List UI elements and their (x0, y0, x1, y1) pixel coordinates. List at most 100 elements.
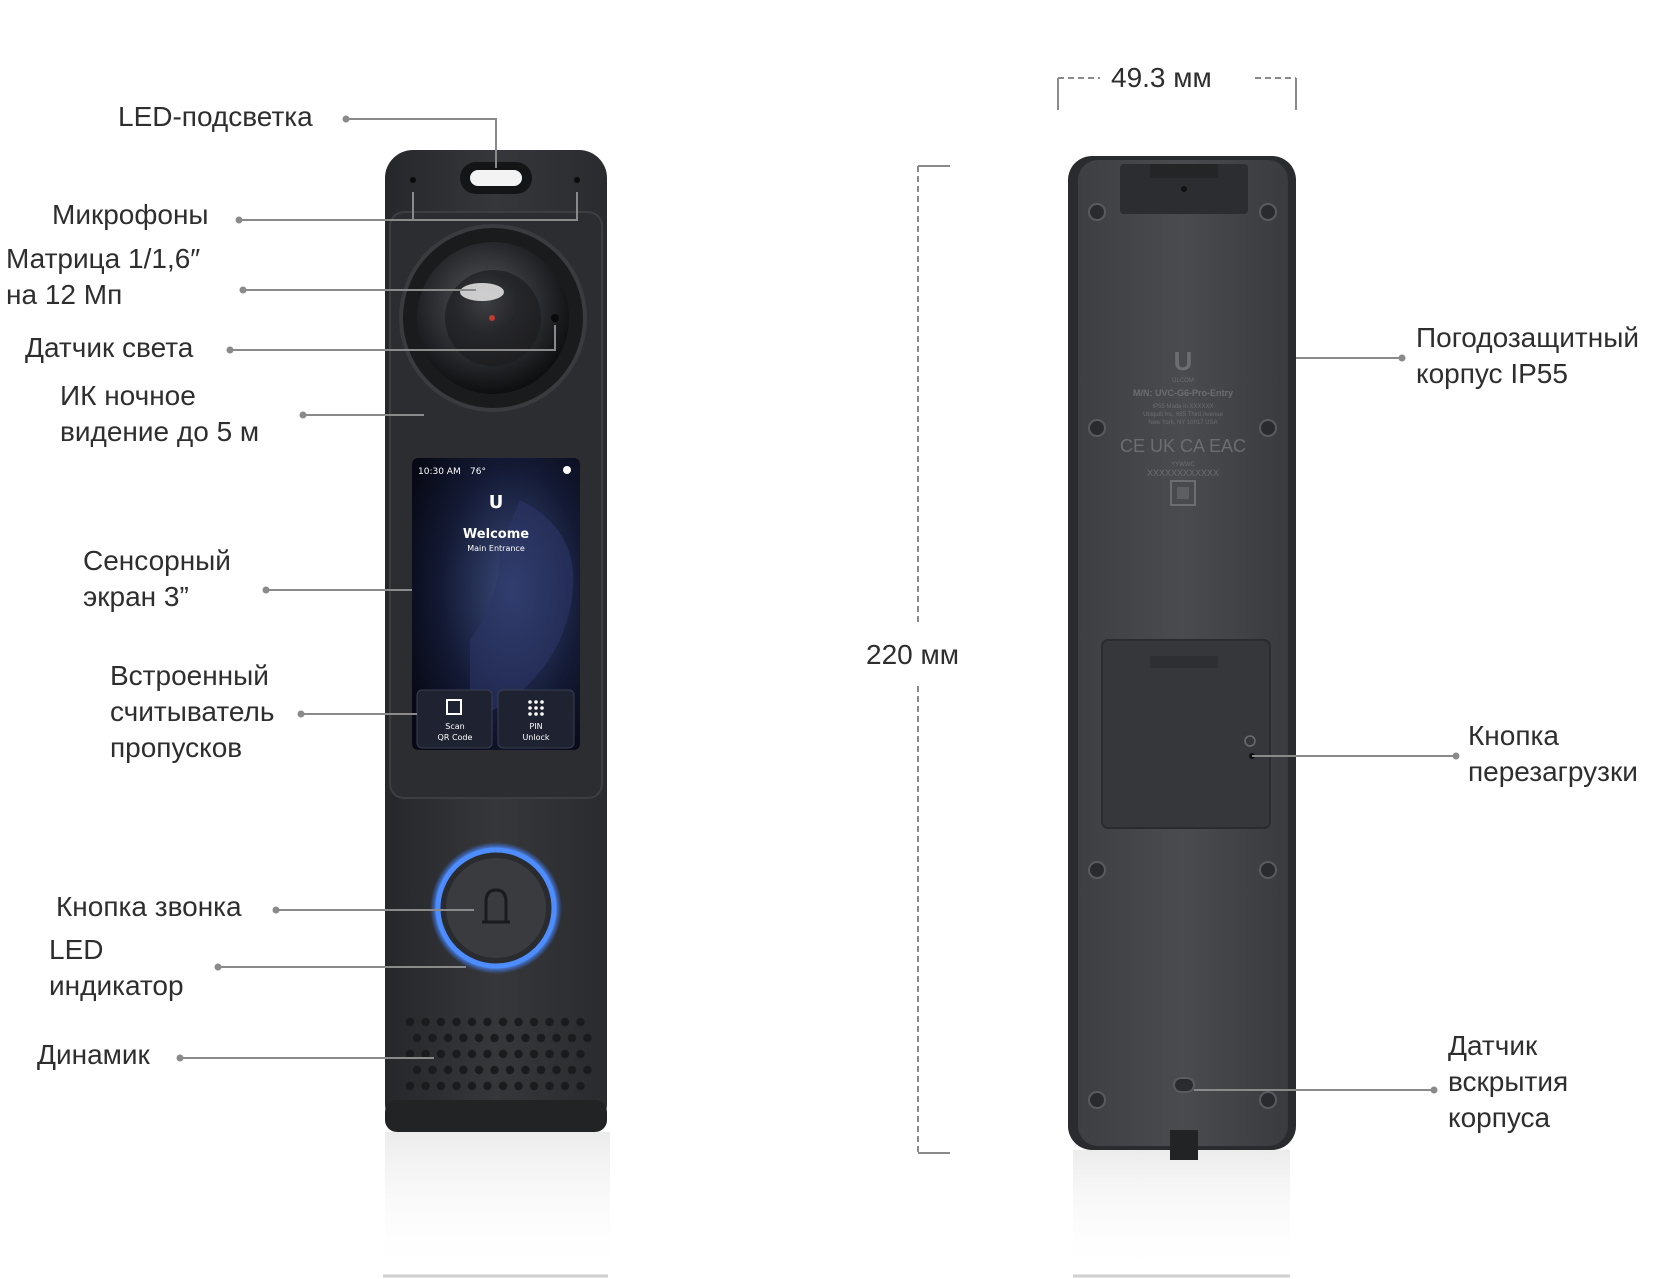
dimension-height: 220 мм (866, 639, 959, 670)
speaker-hole (498, 1017, 508, 1027)
qr-code-label: QR Code (438, 733, 473, 742)
pin-unlock-button[interactable]: PIN Unlock (497, 689, 575, 749)
back-line2: Ubiquiti Inc. 685 Third Avenue (1143, 412, 1223, 418)
back-certification-marks: CE UK CA EAC (1120, 436, 1246, 456)
speaker-hole (583, 1033, 592, 1043)
speaker-hole (567, 1065, 577, 1075)
label-light-sensor: Датчик света (25, 332, 194, 363)
speaker-hole (545, 1049, 554, 1059)
back-brand: ULCOM (1172, 378, 1194, 384)
speaker-hole (467, 1049, 477, 1059)
dimension-lines (917, 77, 1297, 1154)
front-device: 10:30 AM 76° U Welcome Main Entrance Sca… (383, 150, 610, 1278)
speaker-hole (490, 1065, 499, 1075)
speaker-hole (536, 1033, 546, 1043)
speaker-hole (443, 1065, 453, 1075)
speaker-hole (412, 1065, 422, 1075)
screen-time: 10:30 AM (418, 467, 461, 477)
speaker-hole (560, 1049, 570, 1059)
speaker-hole (421, 1081, 430, 1091)
speaker-hole (405, 1049, 415, 1059)
speaker-hole (545, 1017, 554, 1027)
speaker-hole (498, 1081, 508, 1091)
label-microphones: Микрофоны (52, 199, 209, 230)
speaker-hole (459, 1065, 468, 1075)
speaker-hole (514, 1049, 523, 1059)
speaker-hole (443, 1033, 453, 1043)
leader-dots (176, 115, 1460, 1094)
speaker-hole (436, 1017, 446, 1027)
screen-temp: 76° (470, 467, 486, 477)
speaker-hole (428, 1033, 437, 1043)
label-led-backlight: LED-подсветка (118, 101, 313, 132)
back-device: U ULCOM M/N: UVC-G6-Pro-Entry IP55 Made … (1068, 156, 1296, 1278)
speaker-hole (536, 1065, 546, 1075)
speaker-hole (421, 1049, 430, 1059)
speaker-hole (505, 1033, 515, 1043)
speaker-hole (483, 1081, 492, 1091)
unlock-label: Unlock (522, 733, 549, 742)
speaker-hole (576, 1081, 585, 1091)
speaker-hole (567, 1033, 577, 1043)
pin-label: PIN (529, 722, 542, 731)
tamper-sensor (1173, 1077, 1195, 1093)
screen-welcome: Welcome (463, 527, 529, 542)
speaker-hole (576, 1049, 585, 1059)
speaker-hole (576, 1017, 585, 1027)
speaker-hole (498, 1049, 508, 1059)
speaker-hole (452, 1049, 461, 1059)
qr-code-icon (1170, 480, 1196, 506)
back-line3: New York, NY 10017 USA (1148, 420, 1217, 426)
back-model: M/N: UVC-G6-Pro-Entry (1133, 388, 1233, 398)
speaker-hole (428, 1065, 437, 1075)
speaker-hole (436, 1081, 446, 1091)
speaker-hole (514, 1081, 523, 1091)
keypad-icon (528, 700, 544, 716)
scan-qr-button[interactable]: Scan QR Code (416, 689, 493, 749)
dimension-width: 49.3 мм (1111, 62, 1212, 93)
speaker-hole (490, 1033, 499, 1043)
screen-subtitle: Main Entrance (467, 544, 525, 553)
speaker-hole (474, 1065, 484, 1075)
label-sensor: Матрица 1/1,6″на 12 Мп (6, 243, 201, 310)
speaker-hole (452, 1017, 461, 1027)
screws (1088, 203, 1277, 1109)
label-speaker: Динамик (37, 1039, 150, 1070)
speaker-hole (529, 1081, 539, 1091)
speaker-hole (421, 1017, 430, 1027)
refresh-icon (1244, 735, 1256, 747)
speaker-hole (459, 1033, 468, 1043)
speaker-hole (467, 1017, 477, 1027)
speaker-hole (521, 1065, 530, 1075)
speaker-hole (552, 1065, 561, 1075)
speaker-hole (583, 1065, 592, 1075)
speaker-hole (560, 1017, 570, 1027)
qr-icon (446, 699, 462, 715)
back-code1: YYWWC (1171, 462, 1195, 468)
speaker-hole (521, 1033, 530, 1043)
speaker-hole (467, 1081, 477, 1091)
speaker-hole (529, 1049, 539, 1059)
speaker-hole (529, 1017, 539, 1027)
speaker-hole (552, 1033, 561, 1043)
speaker-hole (483, 1049, 492, 1059)
speaker-hole (405, 1017, 415, 1027)
speaker-hole (474, 1033, 484, 1043)
speaker-hole (514, 1017, 523, 1027)
brand-logo-icon: U (489, 492, 504, 513)
scan-label: Scan (445, 722, 464, 731)
speaker-hole (560, 1081, 570, 1091)
gear-icon[interactable] (563, 466, 571, 474)
label-bell-button: Кнопка звонка (56, 891, 242, 922)
speaker-hole (405, 1081, 415, 1091)
speaker-grill (405, 1017, 592, 1091)
speaker-hole (545, 1081, 554, 1091)
back-logo-icon: U (1174, 346, 1193, 376)
